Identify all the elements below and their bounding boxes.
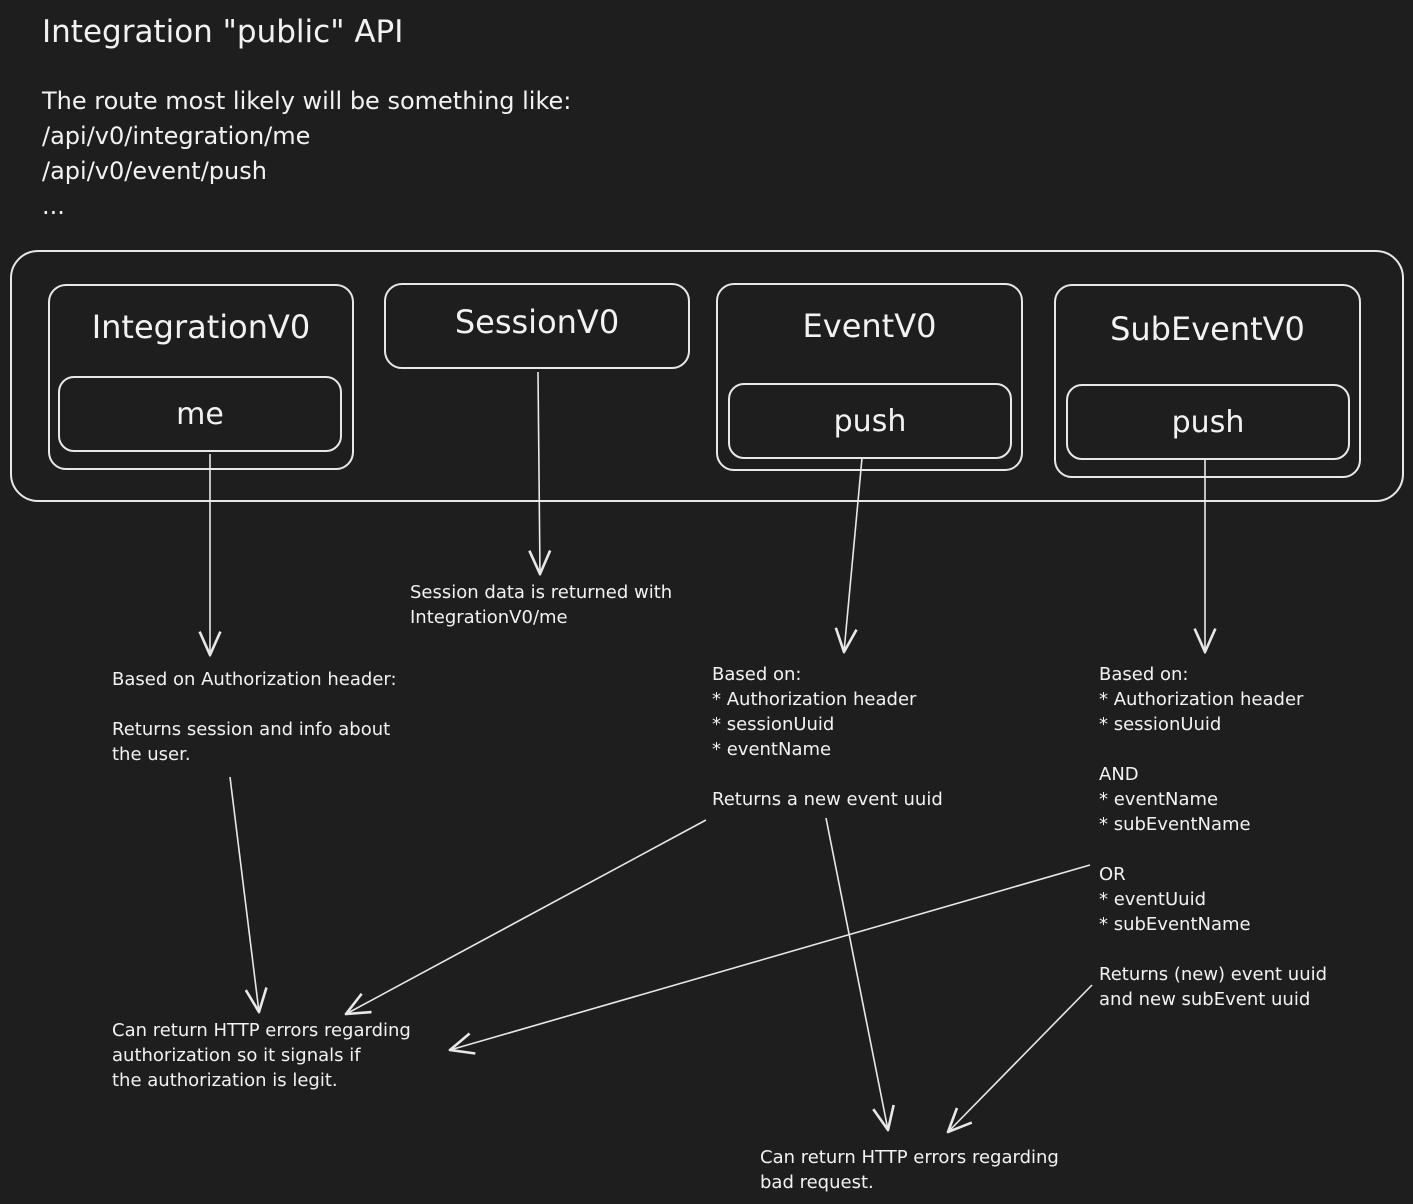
note-line: * Authorization header: [1099, 689, 1304, 710]
note-line: Can return HTTP errors regarding: [760, 1147, 1059, 1168]
note-line: * eventName: [712, 739, 832, 760]
note-line: Based on:: [1099, 664, 1189, 685]
arrow-subevent-to-bad-request: [948, 984, 1093, 1132]
arrow-subevent-to-auth-errors: [450, 864, 1091, 1050]
note-line: authorization so it signals if: [112, 1045, 361, 1066]
note-line: * subEventName: [1099, 814, 1251, 835]
route-line: /api/v0/integration/me: [42, 122, 311, 150]
integration-me-method: me: [58, 376, 342, 452]
route-line: The route most likely will be something …: [42, 87, 572, 115]
event-push-method: push: [728, 383, 1012, 459]
note-line: Returns session and info about: [112, 719, 391, 740]
integration-v0-title: IntegrationV0: [91, 308, 311, 346]
diagram-title: Integration "public" API: [42, 14, 404, 50]
note-line: * eventUuid: [1099, 889, 1206, 910]
session-return-note: Session data is returned with Integratio…: [410, 580, 672, 630]
route-line: ...: [42, 192, 65, 220]
arrow-event-to-bad-request: [825, 817, 888, 1130]
note-line: * eventName: [1099, 789, 1219, 810]
api-container: [10, 250, 1404, 502]
note-line: and new subEvent uuid: [1099, 989, 1311, 1010]
note-line: Returns a new event uuid: [712, 789, 943, 810]
note-line: Session data is returned with: [410, 582, 673, 603]
arrow-event-push-to-note: [844, 457, 863, 652]
event-v0-title: EventV0: [802, 307, 937, 345]
note-line: OR: [1099, 864, 1126, 885]
integration-v0-box: IntegrationV0 me: [48, 284, 354, 470]
note-line: the user.: [112, 744, 191, 765]
session-v0-title: SessionV0: [454, 303, 620, 341]
note-line: Based on Authorization header:: [112, 669, 397, 690]
arrow-session-to-note: [538, 371, 540, 574]
me-behaviour-note: Based on Authorization header: Returns s…: [112, 667, 397, 767]
note-line: * sessionUuid: [712, 714, 835, 735]
auth-errors-note: Can return HTTP errors regarding authori…: [112, 1018, 411, 1093]
note-line: AND: [1099, 764, 1139, 785]
event-push-note: Based on: * Authorization header * sessi…: [712, 662, 943, 812]
bad-request-errors-note: Can return HTTP errors regarding bad req…: [760, 1145, 1059, 1195]
note-line: bad request.: [760, 1172, 874, 1193]
subevent-v0-title: SubEventV0: [1110, 310, 1305, 348]
arrow-me-to-auth-errors: [229, 776, 259, 1012]
note-line: the authorization is legit.: [112, 1070, 338, 1091]
subevent-push-note: Based on: * Authorization header * sessi…: [1099, 662, 1327, 1012]
event-v0-box: EventV0 push: [716, 283, 1023, 471]
session-v0-box: SessionV0: [384, 283, 690, 369]
note-line: Based on:: [712, 664, 802, 685]
subevent-push-method: push: [1066, 384, 1350, 460]
note-line: Can return HTTP errors regarding: [112, 1020, 411, 1041]
route-line: /api/v0/event/push: [42, 157, 267, 185]
route-description: The route most likely will be something …: [42, 84, 571, 224]
note-line: Returns (new) event uuid: [1099, 964, 1328, 985]
note-line: * Authorization header: [712, 689, 917, 710]
arrow-event-to-auth-errors: [346, 819, 707, 1014]
subevent-v0-box: SubEventV0 push: [1054, 284, 1361, 478]
note-line: * subEventName: [1099, 914, 1251, 935]
note-line: * sessionUuid: [1099, 714, 1222, 735]
note-line: IntegrationV0/me: [410, 607, 568, 628]
